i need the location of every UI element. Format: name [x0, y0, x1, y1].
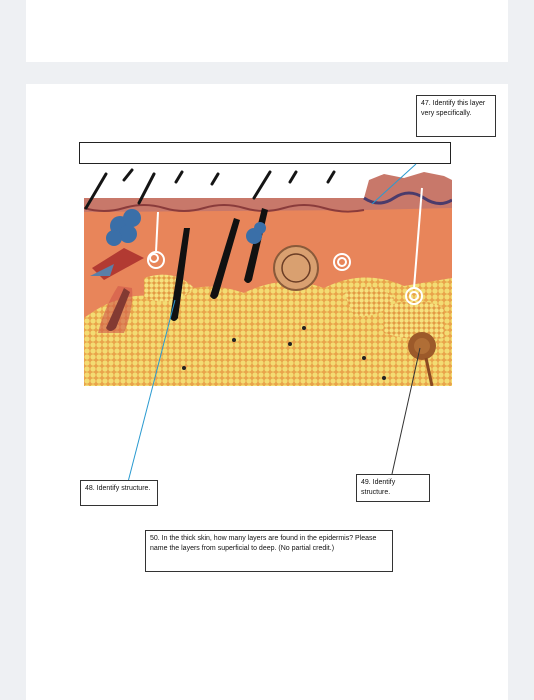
question-48-box: 48. Identify structure.	[80, 480, 158, 506]
hair-shafts	[84, 168, 336, 210]
question-47-box: 47. Identify this layer very specificall…	[416, 95, 496, 137]
question-49-text: 49. Identify structure.	[361, 479, 396, 496]
question-50-text: 50. In the thick skin, how many layers a…	[150, 535, 377, 552]
question-47-text: 47. Identify this layer very specificall…	[421, 100, 486, 117]
question-50-box: 50. In the thick skin, how many layers a…	[145, 530, 393, 572]
epidermis-layer	[84, 172, 452, 212]
question-48-text: 48. Identify structure.	[85, 485, 151, 492]
skin-diagram	[84, 168, 452, 386]
sweat-gland-coils	[147, 187, 423, 305]
sebaceous-gland-blue	[106, 209, 266, 246]
question-49-box: 49. Identify structure.	[356, 474, 430, 502]
page-top-strip	[26, 0, 508, 62]
hair-bulb-papilla	[273, 245, 319, 291]
answer-box-top[interactable]	[79, 142, 451, 164]
hair-follicle	[170, 228, 190, 321]
